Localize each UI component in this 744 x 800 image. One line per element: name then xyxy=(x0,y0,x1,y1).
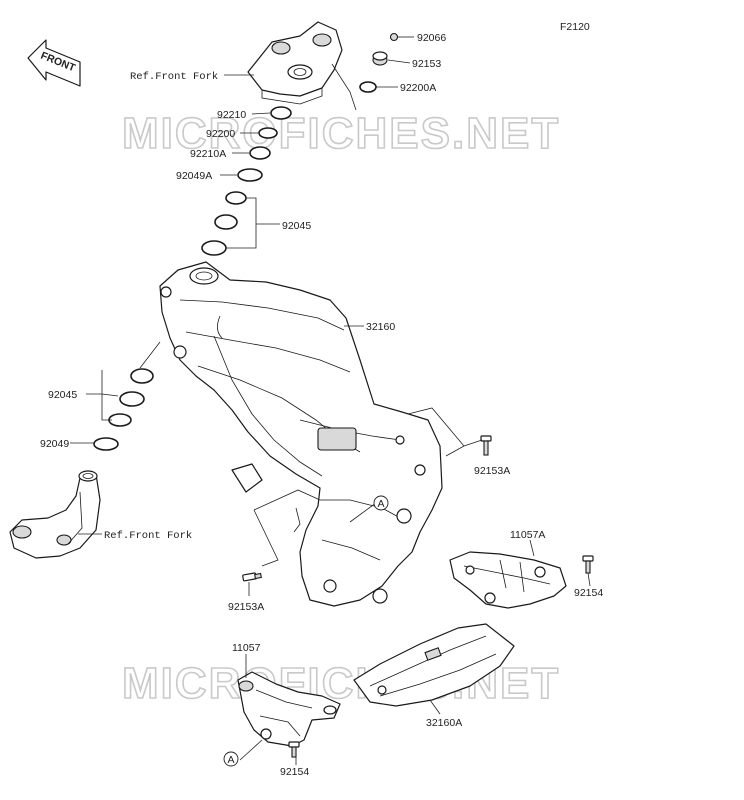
svg-text:A: A xyxy=(378,498,385,510)
label-92153A-right: 92153A xyxy=(474,465,510,477)
washer-92200 xyxy=(258,127,278,139)
bolt-92154-bottom xyxy=(288,741,300,758)
bearing-92045-top-b xyxy=(214,214,238,230)
label-92049A: 92049A xyxy=(176,170,212,182)
label-11057: 11057 xyxy=(232,642,261,654)
bolt-92154-right xyxy=(582,555,594,574)
label-92066: 92066 xyxy=(417,32,446,44)
upper-triple-clamp xyxy=(247,21,343,105)
label-92153A-bottom: 92153A xyxy=(228,601,264,613)
bearing-92045-top-c xyxy=(201,240,227,256)
washer-92200A xyxy=(359,81,377,93)
lower-triple-clamp xyxy=(9,470,101,559)
label-92153: 92153 xyxy=(412,58,441,70)
bracket-32160A xyxy=(353,623,515,707)
label-ref-front-fork-bottom: Ref.Front Fork xyxy=(104,530,192,542)
leader-lines xyxy=(70,36,591,765)
bracket-11057 xyxy=(237,671,341,747)
front-arrow-icon: FRONT xyxy=(27,39,81,87)
bearing-92045-left-c xyxy=(108,413,132,427)
nut-92210A xyxy=(249,146,271,160)
label-92200A: 92200A xyxy=(400,82,436,94)
label-92049: 92049 xyxy=(40,438,69,450)
label-32160: 32160 xyxy=(366,321,395,333)
label-92200: 92200 xyxy=(206,128,235,140)
washer-92153 xyxy=(372,51,388,66)
bearing-92045-left-a xyxy=(130,368,154,384)
bracket-11057A xyxy=(449,551,567,609)
bolt-92153A-bottom xyxy=(242,572,262,582)
label-32160A: 32160A xyxy=(426,717,462,729)
seal-92049A xyxy=(237,168,263,182)
label-92045-left: 92045 xyxy=(48,389,77,401)
main-frame-32160 xyxy=(159,261,443,607)
callout-a-lower: A xyxy=(223,751,239,767)
label-92210: 92210 xyxy=(217,109,246,121)
label-92045-top: 92045 xyxy=(282,220,311,232)
nut-92066 xyxy=(389,32,399,42)
bearing-92045-left-b xyxy=(119,391,145,407)
diagram-code: F2120 xyxy=(560,21,590,33)
label-92210A: 92210A xyxy=(190,148,226,160)
bolt-92153A-right xyxy=(480,435,492,456)
label-11057A: 11057A xyxy=(510,529,545,541)
label-92154-bottom: 92154 xyxy=(280,766,309,778)
watermark-top: MICROFICHES.NET xyxy=(122,109,560,158)
callout-a-upper: A xyxy=(373,495,389,511)
label-92154-right: 92154 xyxy=(574,587,603,599)
seal-92049 xyxy=(93,437,119,451)
svg-text:A: A xyxy=(228,754,235,766)
bearing-92045-top-a xyxy=(225,191,247,205)
nut-92210 xyxy=(270,106,292,120)
label-ref-front-fork-top: Ref.Front Fork xyxy=(130,71,218,83)
